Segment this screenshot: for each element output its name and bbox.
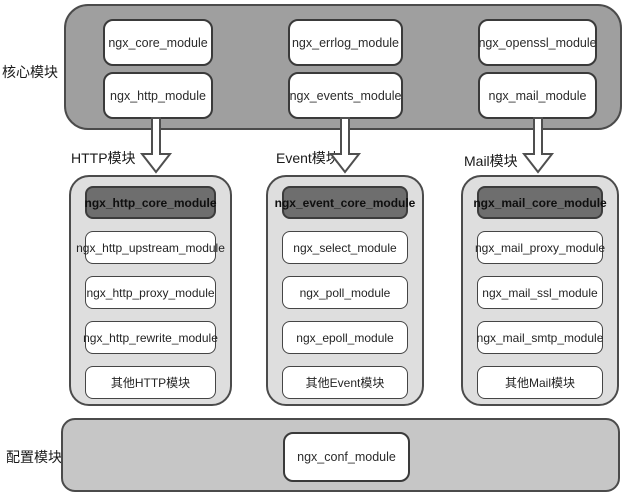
module-box-ngx-http-upstream: ngx_http_upstream_module [76, 231, 225, 264]
module-box-ngx-http-rewrite: ngx_http_rewrite_module [83, 321, 218, 354]
module-box-ngx-http-core: ngx_http_core_module [84, 186, 217, 219]
module-box-ngx-http-proxy: ngx_http_proxy_module [85, 276, 216, 309]
core-modules-label: 核心模块 [2, 64, 58, 80]
module-box-ngx-openssl: ngx_openssl_module [478, 19, 597, 66]
module-box-other-event: 其他Event模块 [282, 366, 408, 399]
module-box-ngx-mail-ssl: ngx_mail_ssl_module [477, 276, 603, 309]
module-box-ngx-core: ngx_core_module [103, 19, 213, 66]
down-arrow-icon [521, 117, 555, 174]
module-box-ngx-events: ngx_events_module [288, 72, 403, 119]
module-box-ngx-epoll: ngx_epoll_module [282, 321, 408, 354]
module-box-ngx-event-core: ngx_event_core_module [275, 186, 415, 219]
event-modules-panel: ngx_event_core_module ngx_select_module … [266, 175, 424, 406]
module-box-ngx-mail-smtp: ngx_mail_smtp_module [477, 321, 603, 354]
mail-modules-panel: ngx_mail_core_module ngx_mail_proxy_modu… [461, 175, 619, 406]
module-box-other-http: 其他HTTP模块 [85, 366, 216, 399]
module-box-ngx-http: ngx_http_module [103, 72, 213, 119]
module-box-other-mail: 其他Mail模块 [477, 366, 603, 399]
http-group-label: HTTP模块 [71, 150, 136, 166]
module-box-ngx-mail-proxy: ngx_mail_proxy_module [475, 231, 605, 264]
module-box-ngx-mail-core: ngx_mail_core_module [473, 186, 607, 219]
event-group-label: Event模块 [276, 150, 340, 166]
module-box-ngx-poll: ngx_poll_module [282, 276, 408, 309]
module-box-ngx-errlog: ngx_errlog_module [288, 19, 403, 66]
down-arrow-icon [328, 117, 362, 174]
mail-group-label: Mail模块 [464, 153, 518, 169]
module-box-ngx-mail: ngx_mail_module [478, 72, 597, 119]
module-box-ngx-select: ngx_select_module [282, 231, 408, 264]
config-modules-label: 配置模块 [6, 449, 62, 465]
module-box-ngx-conf: ngx_conf_module [283, 432, 410, 482]
http-modules-panel: ngx_http_core_module ngx_http_upstream_m… [69, 175, 232, 406]
down-arrow-icon [139, 117, 173, 174]
